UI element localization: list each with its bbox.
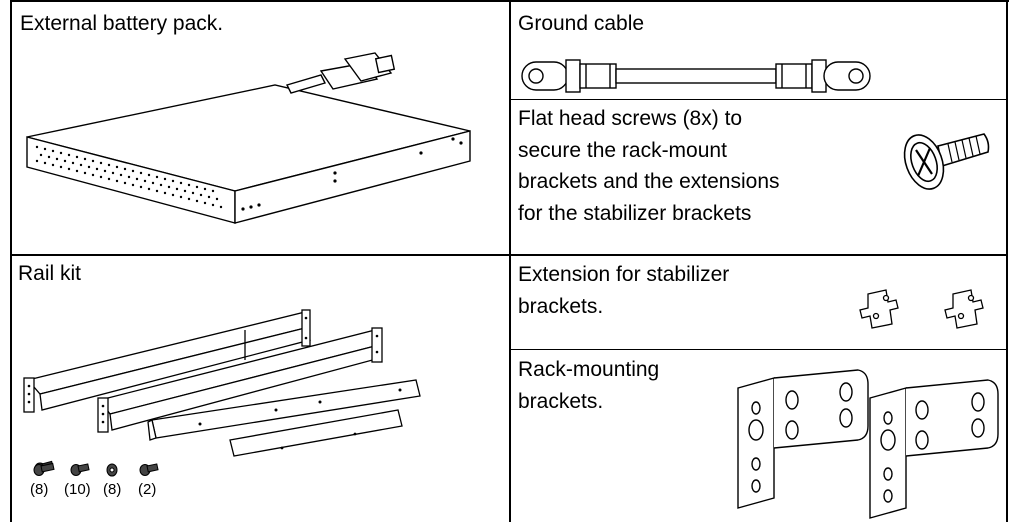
ground-cable-title: Ground cable — [518, 12, 645, 35]
extension-line-1: Extension for stabilizer — [518, 263, 730, 286]
battery-vent-dots — [35, 145, 223, 209]
qty-washers-8: (8) — [103, 481, 121, 498]
rail-kit-title: Rail kit — [18, 262, 82, 285]
table-divider-right-b — [510, 349, 1008, 350]
extension-line-2: brackets. — [518, 294, 604, 318]
cell-flat-head-screws: Flat head screws (8x) to secure the rack… — [511, 100, 1006, 254]
table-border-left — [10, 0, 12, 522]
cell-rack-mounting-brackets: Rack-mounting brackets. — [511, 350, 1006, 522]
cell-ground-cable: Ground cable — [511, 2, 1006, 99]
screws-line-2: secure the rack-mount — [518, 138, 727, 162]
cell-rail-kit: Rail kit — [12, 256, 509, 522]
qty-screws-8: (8) — [30, 481, 48, 498]
cell-extension-stabilizer: Extension for stabilizer brackets. — [511, 256, 1006, 349]
rack-brackets-line-1: Rack-mounting — [518, 358, 660, 381]
rack-mounting-brackets-illustration — [737, 369, 999, 519]
ground-cable-illustration — [521, 59, 871, 93]
screws-line-4: for the stabilizer brackets — [518, 201, 752, 225]
battery-pack-illustration — [26, 52, 471, 224]
extension-text: Extension for stabilizer brackets. — [518, 259, 729, 322]
screws-line-1: Flat head screws (8x) to — [518, 107, 743, 130]
rail-kit-hardware-row: (8) (10) (8) (2) — [30, 462, 159, 498]
extension-bracket-illustration — [859, 289, 984, 329]
screws-line-3: brackets and the extensions — [518, 170, 780, 193]
rack-brackets-text: Rack-mounting brackets. — [518, 354, 659, 417]
rail-kit-illustration — [23, 309, 421, 474]
qty-screws-10: (10) — [64, 481, 91, 498]
table-divider-center — [509, 0, 511, 522]
battery-pack-title: External battery pack. — [20, 12, 224, 35]
flat-head-screw-icon — [903, 133, 990, 190]
rack-brackets-line-2: brackets. — [518, 389, 604, 413]
flat-head-screws-text: Flat head screws (8x) to secure the rack… — [518, 103, 780, 229]
table-divider-row1 — [10, 254, 1008, 256]
table-border-right — [1006, 0, 1008, 522]
qty-screws-2: (2) — [138, 481, 156, 498]
cell-battery-pack: External battery pack. — [12, 2, 509, 254]
table-divider-right-a — [510, 99, 1008, 100]
